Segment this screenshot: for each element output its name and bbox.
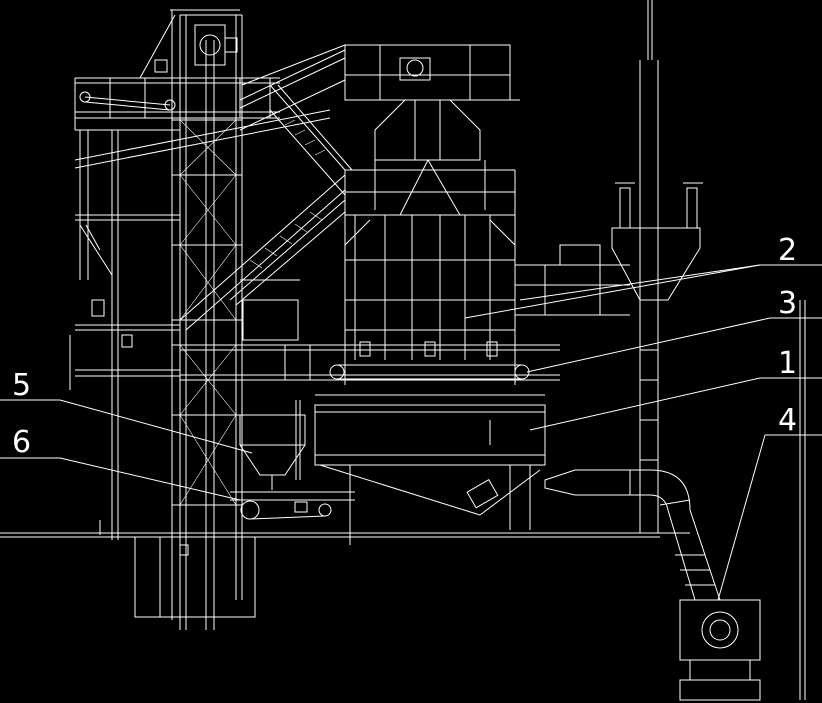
stair-flight (179, 174, 346, 331)
upper-left-conveyor (74, 14, 331, 169)
inclined-conveyor (239, 44, 353, 196)
induced-draft-fan (679, 599, 761, 701)
ground-line (0, 532, 690, 538)
label-4: 4 (778, 403, 797, 438)
left-building-frame (69, 130, 180, 540)
leader-lines (0, 264, 822, 601)
silo-body (344, 99, 516, 385)
silo-top-platform (344, 44, 520, 101)
exhaust-duct (544, 469, 721, 601)
stack-column (611, 0, 703, 533)
callout-labels: 2 3 1 4 5 6 (12, 233, 797, 460)
label-2: 2 (778, 233, 797, 268)
label-3: 3 (778, 286, 797, 321)
foundation-pit (134, 536, 256, 618)
label-1: 1 (778, 346, 797, 381)
feeder-belt (230, 491, 355, 520)
center-grid-structure (344, 215, 630, 360)
mid-floor-conveyor (180, 279, 560, 381)
label-6: 6 (12, 425, 31, 460)
right-boundary (799, 300, 806, 700)
label-5: 5 (12, 368, 31, 403)
main-equipment-housing (295, 394, 546, 545)
feed-hopper (239, 414, 306, 490)
